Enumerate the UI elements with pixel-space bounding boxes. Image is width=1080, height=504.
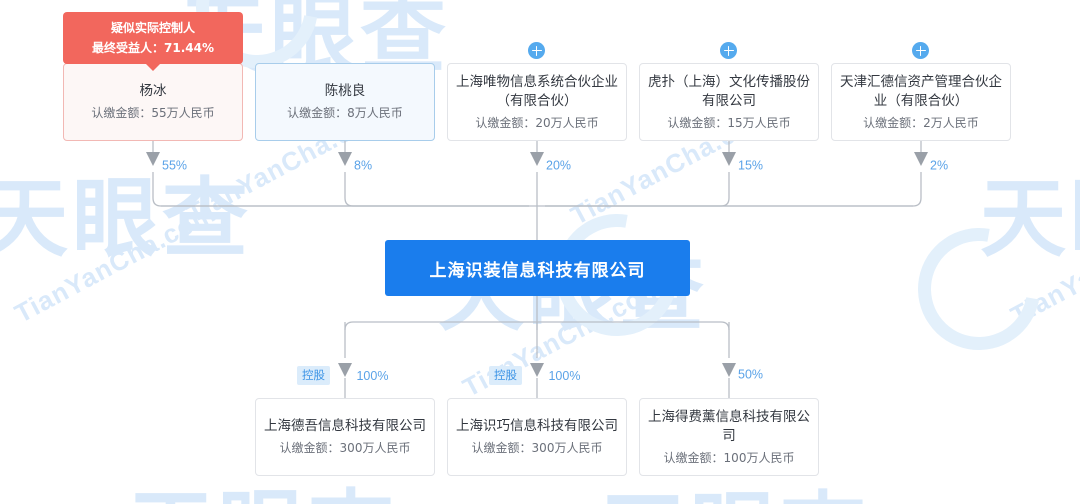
expand-plus-icon[interactable] — [912, 42, 929, 59]
watermark-english: TianYanCha.com — [1005, 199, 1080, 331]
shareholder-amount: 认缴金额：15万人民币 — [667, 115, 791, 130]
shareholder-amount: 认缴金额：2万人民币 — [863, 115, 979, 130]
subsidiary-percent-label: 50% — [738, 366, 763, 383]
subsidiary-node[interactable]: 上海德吾信息科技有限公司 认缴金额：300万人民币 — [255, 398, 435, 476]
shareholder-name: 上海唯物信息系统合伙企业（有限合伙） — [456, 73, 618, 109]
percent-value: 100% — [356, 368, 389, 383]
percent-value: 8% — [354, 158, 373, 173]
shareholder-percent-label: 20% — [546, 157, 571, 174]
percent-value: 20% — [546, 158, 572, 173]
subsidiary-node[interactable]: 上海识巧信息科技有限公司 认缴金额：300万人民币 — [447, 398, 627, 476]
holding-tag: 控股 — [297, 366, 330, 385]
shareholder-percent-label: 55% — [162, 157, 187, 174]
percent-value: 55% — [162, 158, 188, 173]
shareholder-amount: 认缴金额：20万人民币 — [475, 115, 599, 130]
holding-tag: 控股 — [489, 366, 522, 385]
watermark-english: TianYanCha.com — [9, 197, 221, 329]
center-company-name: 上海识装信息科技有限公司 — [429, 260, 646, 281]
subsidiary-percent-label: 控股 100% — [297, 366, 388, 385]
shareholder-name: 陈桃良 — [324, 83, 366, 99]
shareholder-node[interactable]: 上海唯物信息系统合伙企业（有限合伙） 认缴金额：20万人民币 — [447, 63, 627, 141]
subsidiary-name: 上海德吾信息科技有限公司 — [264, 418, 426, 434]
shareholder-node[interactable]: 杨冰 认缴金额：55万人民币 — [63, 63, 243, 141]
actual-controller-banner[interactable]: 疑似实际控制人 最终受益人：71.44% — [63, 12, 243, 71]
shareholder-node[interactable]: 天津汇德信资产管理合伙企业（有限合伙） 认缴金额：2万人民币 — [831, 63, 1011, 141]
percent-value: 50% — [738, 367, 764, 382]
shareholder-percent-label: 2% — [930, 157, 948, 174]
shareholder-name: 杨冰 — [139, 83, 167, 99]
subsidiary-node[interactable]: 上海得费薰信息科技有限公司 认缴金额：100万人民币 — [639, 398, 819, 476]
watermark-logo-icon — [894, 204, 1064, 374]
expand-plus-icon[interactable] — [528, 42, 545, 59]
subsidiary-amount: 认缴金额：300万人民币 — [279, 441, 411, 455]
subsidiary-percent-label: 控股 100% — [489, 366, 580, 385]
shareholder-name: 虎扑（上海）文化传播股份有限公司 — [648, 73, 810, 109]
percent-value: 15% — [738, 158, 764, 173]
controller-banner-line1: 疑似实际控制人 — [110, 20, 195, 35]
shareholder-amount: 认缴金额：55万人民币 — [91, 106, 215, 120]
expand-plus-icon[interactable] — [720, 42, 737, 59]
shareholder-node[interactable]: 虎扑（上海）文化传播股份有限公司 认缴金额：15万人民币 — [639, 63, 819, 141]
percent-value: 100% — [548, 368, 581, 383]
shareholder-percent-label: 15% — [738, 157, 763, 174]
subsidiary-amount: 认缴金额：100万人民币 — [663, 450, 795, 465]
controller-banner-arrow-icon — [145, 63, 161, 71]
shareholder-percent-label: 8% — [354, 157, 372, 174]
shareholder-name: 天津汇德信资产管理合伙企业（有限合伙） — [840, 73, 1002, 109]
percent-value: 2% — [930, 158, 949, 173]
shareholder-node[interactable]: 陈桃良 认缴金额：8万人民币 — [255, 63, 435, 141]
subsidiary-name: 上海识巧信息科技有限公司 — [456, 418, 618, 434]
subsidiary-name: 上海得费薰信息科技有限公司 — [648, 408, 810, 444]
controller-banner-line2: 最终受益人：71.44% — [92, 40, 214, 55]
shareholder-amount: 认缴金额：8万人民币 — [287, 106, 403, 120]
watermark-chinese: 天眼查 — [980, 169, 1080, 269]
watermark-chinese: 天眼查 — [0, 169, 252, 269]
subsidiary-amount: 认缴金额：300万人民币 — [471, 441, 603, 455]
center-company-node[interactable]: 上海识装信息科技有限公司 — [385, 240, 690, 296]
